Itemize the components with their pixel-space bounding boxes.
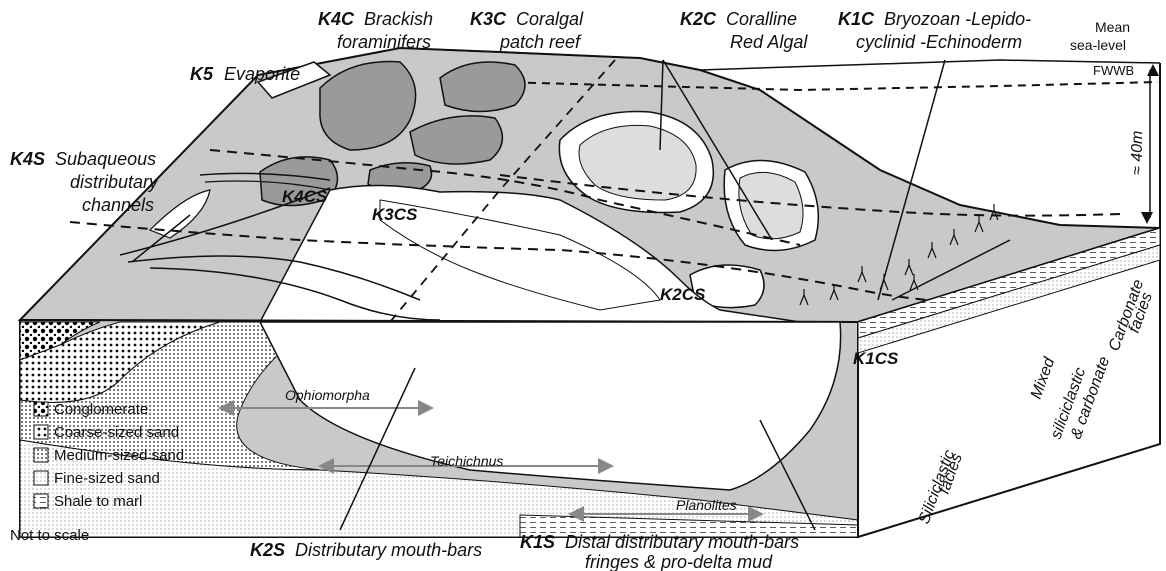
legend-swatch-fine	[34, 471, 48, 485]
k5-label: K5 Evaporite	[190, 64, 300, 84]
k4c-label: K4C Brackish	[318, 9, 433, 29]
legend-swatch-shale	[34, 494, 48, 508]
k1cs-code: K1CS	[853, 349, 899, 368]
legend-conglomerate: Conglomerate	[54, 401, 148, 418]
fwwb-label: FWWB	[1093, 63, 1134, 78]
legend-swatch-conglomerate	[34, 402, 48, 416]
k2c-label-line2: Red Algal	[730, 32, 808, 52]
teichichnus-label: Teichichnus	[430, 453, 503, 469]
sea-level-label-line2: sea-level	[1070, 37, 1126, 53]
legend-shale: Shale to marl	[54, 493, 142, 510]
legend-swatch-medium	[34, 448, 48, 462]
k4s-label: K4S Subaqueous	[10, 149, 156, 169]
ophiomorpha-label: Ophiomorpha	[285, 387, 370, 403]
k4c-label-line2: foraminifers	[337, 32, 431, 52]
k3c-label: K3C Coralgal	[470, 9, 584, 29]
k1c-label-line2: cyclinid -Echinoderm	[856, 32, 1022, 52]
k2s-label: K2S Distributary mouth-bars	[250, 540, 482, 560]
k4s-label-line2: distributary	[70, 172, 159, 192]
k3c-patch-1	[440, 62, 525, 112]
k2cs-code: K2CS	[660, 285, 706, 304]
legend-medium: Medium-sized sand	[54, 447, 184, 464]
legend-fine: Fine-sized sand	[54, 470, 160, 487]
legend-swatch-coarse	[34, 425, 48, 439]
sea-level-label: Mean	[1095, 19, 1130, 35]
k1s-label-line2: fringes & pro-delta mud	[585, 552, 773, 571]
k4s-label-line3: channels	[82, 195, 154, 215]
k2c-label: K2C Coralline	[680, 9, 797, 29]
k1c-label: K1C Bryozoan -Lepido-	[838, 9, 1031, 29]
k4cs-code: K4CS	[282, 187, 328, 206]
planolites-label: Planolites	[676, 497, 737, 513]
k3cs-code: K3CS	[372, 205, 418, 224]
k3c-label-line2: patch reef	[499, 32, 582, 52]
scale-note: Not to scale	[10, 527, 89, 544]
legend-coarse: Coarse-sized sand	[54, 424, 179, 441]
depth-label: ≈ 40m	[1129, 131, 1146, 175]
